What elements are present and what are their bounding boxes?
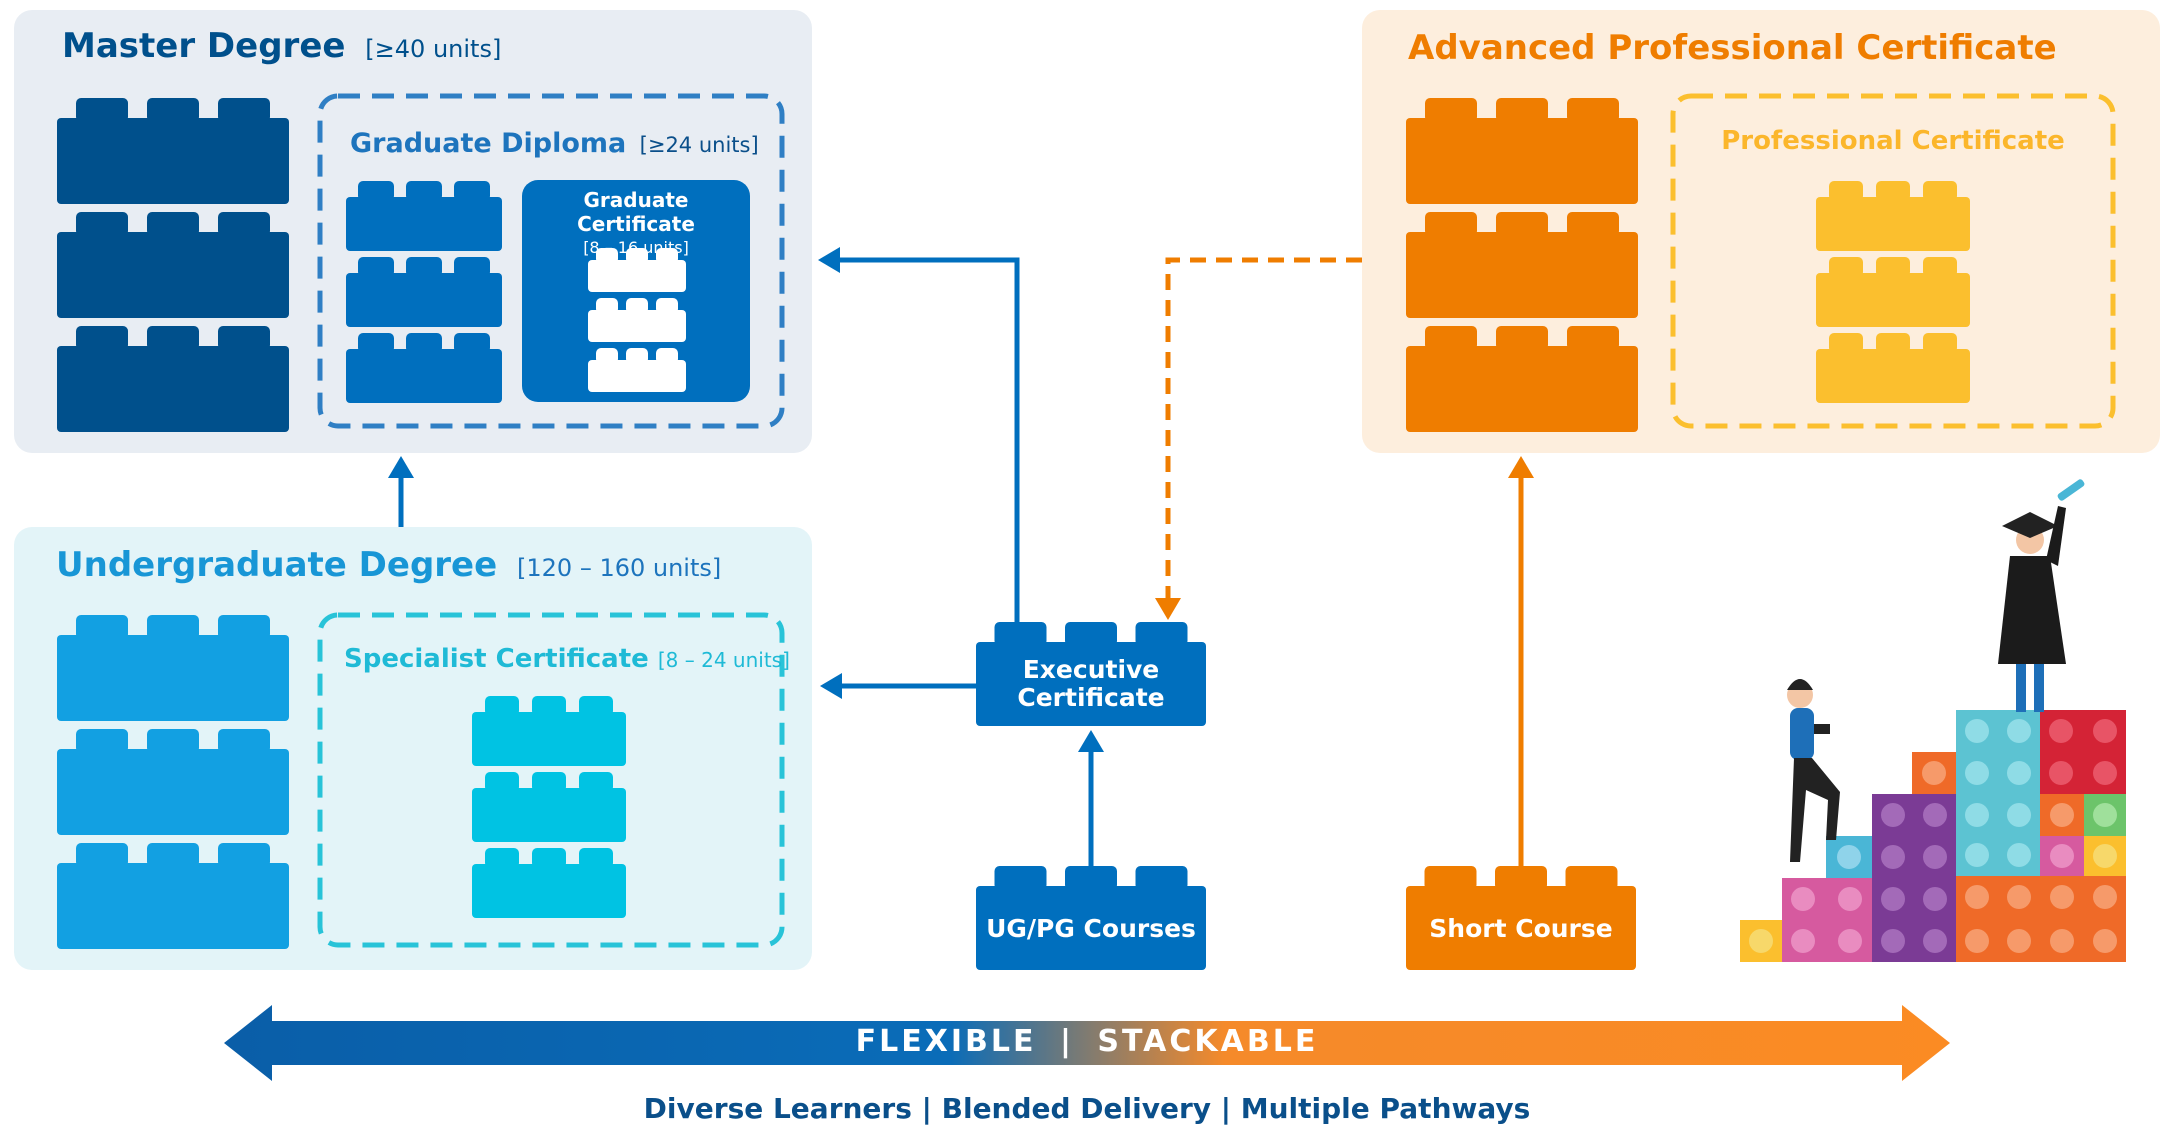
ug-pg-courses-brick	[976, 866, 1206, 970]
footer-tagline-text: Diverse Learners | Blended Delivery | Mu…	[643, 1092, 1531, 1125]
arrowhead-exec-to-ug	[820, 673, 842, 699]
undergraduate-brick	[57, 729, 289, 835]
arrowhead-courses-to-exec	[1078, 730, 1104, 752]
master-brick	[57, 326, 289, 432]
graduate-certificate-label: Graduate Certificate [8 – 16 units]	[522, 188, 750, 257]
short-course-brick	[1406, 866, 1636, 970]
arrowhead-ug-to-master	[388, 456, 414, 478]
specialist-certificate-frame	[317, 612, 785, 948]
executive-certificate-line2: Certificate	[1017, 683, 1165, 712]
graduate-diploma-units: [≥24 units]	[639, 133, 759, 157]
footer-tagline: Diverse Learners | Blended Delivery | Mu…	[224, 1092, 1950, 1125]
professional-certificate-brick	[1816, 257, 1970, 327]
professional-certificate-brick	[1816, 181, 1970, 251]
graduate-diploma-brick	[346, 333, 502, 403]
professional-certificate-title: Professional Certificate	[1673, 126, 2113, 156]
arrowhead-exec-to-master	[818, 247, 840, 273]
graduate-diploma-name: Graduate Diploma	[350, 128, 627, 159]
short-course-name: Short Course	[1429, 914, 1613, 943]
flexible-stackable-banner	[224, 1005, 1950, 1081]
arrowhead-adv-to-exec	[1155, 598, 1181, 620]
advanced-professional-brick	[1406, 326, 1638, 432]
master-degree-units: [≥40 units]	[365, 35, 502, 63]
banner-text: FLEXIBLE | STACKABLE	[224, 1024, 1950, 1059]
advanced-professional-title: Advanced Professional Certificate	[1408, 28, 2057, 68]
specialist-certificate-brick	[472, 772, 626, 842]
advanced-professional-brick	[1406, 98, 1638, 204]
graduate-certificate-units: [8 – 16 units]	[583, 238, 689, 257]
undergraduate-name: Undergraduate Degree	[56, 545, 498, 585]
graduate-diploma-brick	[346, 257, 502, 327]
executive-certificate-line1: Executive	[1022, 655, 1160, 684]
arrowhead-short-to-adv	[1508, 456, 1534, 478]
graduate-diploma-title: Graduate Diploma [≥24 units]	[350, 128, 759, 159]
graduate-certificate-brick	[588, 298, 686, 342]
specialist-certificate-title: Specialist Certificate [8 – 24 units]	[344, 644, 790, 674]
master-brick	[57, 212, 289, 318]
specialist-certificate-brick	[472, 848, 626, 918]
ug-pg-courses-name: UG/PG Courses	[986, 914, 1196, 943]
banner-separator: |	[1059, 1024, 1074, 1059]
specialist-certificate-name: Specialist Certificate	[344, 644, 649, 674]
specialist-certificate-brick	[472, 696, 626, 766]
master-degree-name: Master Degree	[62, 26, 346, 66]
advanced-professional-brick	[1406, 212, 1638, 318]
graduate-diploma-frame	[317, 93, 785, 429]
graduate-diploma-brick	[346, 181, 502, 251]
professional-certificate-brick	[1816, 333, 1970, 403]
master-degree-title: Master Degree [≥40 units]	[62, 26, 501, 66]
undergraduate-brick	[57, 843, 289, 949]
banner-stackable: STACKABLE	[1097, 1024, 1319, 1059]
graduation-staircase-illustration	[1740, 479, 2126, 962]
banner-flexible: FLEXIBLE	[855, 1024, 1037, 1059]
undergraduate-units: [120 – 160 units]	[517, 554, 722, 582]
master-brick	[57, 98, 289, 204]
specialist-certificate-units: [8 – 24 units]	[657, 648, 790, 672]
ug-pg-courses-label: UG/PG Courses	[976, 914, 1206, 943]
undergraduate-title: Undergraduate Degree [120 – 160 units]	[56, 545, 721, 585]
graduate-certificate-brick	[588, 348, 686, 392]
executive-certificate-brick	[976, 622, 1206, 726]
short-course-label: Short Course	[1406, 914, 1636, 943]
arrow-adv-to-exec-dashed	[1165, 257, 1362, 598]
professional-certificate-name: Professional Certificate	[1721, 126, 2065, 156]
graduate-certificate-brick	[588, 248, 686, 292]
executive-certificate-label: Executive Certificate	[976, 656, 1206, 712]
undergraduate-brick	[57, 615, 289, 721]
advanced-professional-name: Advanced Professional Certificate	[1408, 28, 2057, 68]
professional-certificate-frame	[1670, 93, 2116, 429]
arrow-exec-to-master	[838, 257, 1020, 624]
graduate-certificate-name: Graduate Certificate	[577, 188, 695, 236]
